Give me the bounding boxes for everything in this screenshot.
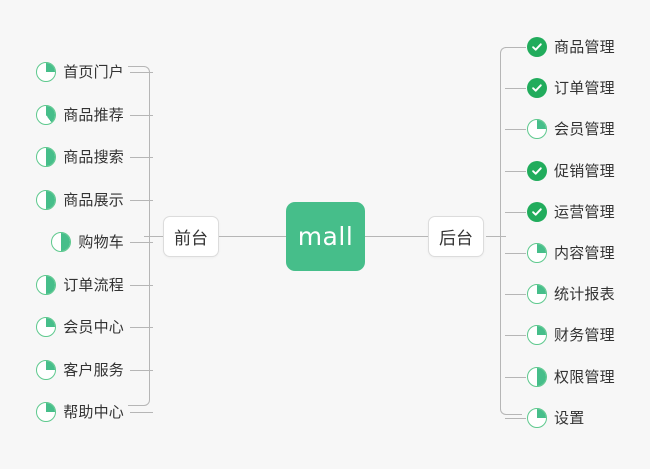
pie-icon xyxy=(51,232,72,252)
pie-icon xyxy=(527,284,547,305)
leaf-node-frontend-0[interactable]: 首页门户 xyxy=(0,60,124,84)
check-circle-icon xyxy=(527,37,547,57)
backend-bracket xyxy=(500,47,522,415)
leaf-node-label: 商品管理 xyxy=(554,38,615,56)
branch-node-frontend[interactable]: 前台 xyxy=(163,216,219,257)
leaf-node-label: 促销管理 xyxy=(554,161,615,180)
leaf-node-frontend-8[interactable]: 帮助中心 xyxy=(0,400,124,424)
leaf-node-backend-5[interactable]: 内容管理 xyxy=(527,241,615,265)
branch-node-frontend-label: 前台 xyxy=(174,229,208,249)
leaf-node-label: 内容管理 xyxy=(554,244,615,262)
leaf-node-frontend-6[interactable]: 会员中心 xyxy=(0,315,124,339)
leaf-node-backend-2[interactable]: 会员管理 xyxy=(527,117,615,141)
root-node-mall[interactable]: mall xyxy=(286,202,365,271)
edge-frontend-bracket-to-box xyxy=(144,236,164,237)
pie-icon xyxy=(36,147,57,167)
pie-icon xyxy=(36,62,57,82)
leaf-node-label: 帮助中心 xyxy=(63,403,124,421)
leaf-connector-backend-8 xyxy=(505,376,526,378)
edge-root-to-frontend xyxy=(218,236,286,237)
check-circle-icon xyxy=(527,201,547,222)
leaf-node-label: 统计报表 xyxy=(554,285,615,304)
root-node-label: mall xyxy=(297,222,354,251)
leaf-connector-backend-5 xyxy=(505,253,526,254)
leaf-connector-frontend-5 xyxy=(130,284,153,286)
leaf-node-frontend-3[interactable]: 商品展示 xyxy=(0,188,124,212)
leaf-connector-backend-6 xyxy=(505,294,526,296)
leaf-node-label: 客户服务 xyxy=(63,360,124,379)
leaf-node-label: 运营管理 xyxy=(554,202,615,221)
leaf-node-label: 权限管理 xyxy=(554,367,615,386)
leaf-connector-backend-3 xyxy=(505,170,526,172)
leaf-node-frontend-1[interactable]: 商品推荐 xyxy=(0,103,124,127)
pie-icon xyxy=(36,189,57,210)
pie-icon xyxy=(527,243,547,263)
pie-icon xyxy=(527,119,547,140)
leaf-node-backend-4[interactable]: 运营管理 xyxy=(527,200,615,224)
leaf-node-label: 财务管理 xyxy=(554,326,615,345)
leaf-connector-frontend-7 xyxy=(130,369,153,371)
leaf-node-label: 会员中心 xyxy=(63,318,124,336)
leaf-node-backend-1[interactable]: 订单管理 xyxy=(527,76,615,100)
branch-node-backend[interactable]: 后台 xyxy=(428,216,484,257)
leaf-node-frontend-2[interactable]: 商品搜索 xyxy=(0,145,124,169)
branch-node-backend-label: 后台 xyxy=(439,229,473,249)
leaf-node-label: 商品展示 xyxy=(63,190,124,209)
leaf-node-label: 会员管理 xyxy=(554,120,615,139)
leaf-node-frontend-7[interactable]: 客户服务 xyxy=(0,358,124,382)
leaf-connector-backend-2 xyxy=(505,129,526,131)
pie-icon xyxy=(36,104,57,125)
check-circle-icon xyxy=(527,78,547,99)
leaf-node-backend-9[interactable]: 设置 xyxy=(527,406,584,430)
pie-icon xyxy=(36,274,57,295)
leaf-connector-backend-1 xyxy=(505,88,526,90)
leaf-node-frontend-5[interactable]: 订单流程 xyxy=(0,273,124,297)
leaf-node-label: 订单管理 xyxy=(554,79,615,98)
pie-icon xyxy=(36,402,57,422)
leaf-connector-backend-9 xyxy=(505,417,526,419)
pie-icon xyxy=(36,359,57,380)
leaf-node-label: 商品推荐 xyxy=(63,105,124,124)
pie-icon xyxy=(527,325,547,346)
edge-root-to-backend xyxy=(364,236,428,237)
leaf-node-backend-8[interactable]: 权限管理 xyxy=(527,365,615,389)
leaf-node-label: 订单流程 xyxy=(63,275,124,294)
leaf-node-backend-7[interactable]: 财务管理 xyxy=(527,323,615,347)
leaf-node-backend-0[interactable]: 商品管理 xyxy=(527,35,615,59)
leaf-connector-frontend-1 xyxy=(130,114,153,116)
leaf-node-label: 购物车 xyxy=(78,233,124,251)
check-circle-icon xyxy=(527,160,547,181)
edge-backend-bracket-to-box xyxy=(486,236,506,237)
leaf-connector-frontend-8 xyxy=(130,412,153,413)
leaf-node-label: 商品搜索 xyxy=(63,148,124,166)
leaf-node-label: 设置 xyxy=(554,408,585,427)
pie-icon xyxy=(527,407,547,428)
leaf-node-backend-6[interactable]: 统计报表 xyxy=(527,282,615,306)
leaf-connector-backend-7 xyxy=(505,335,526,337)
leaf-node-frontend-4[interactable]: 购物车 xyxy=(0,230,124,254)
leaf-node-label: 首页门户 xyxy=(63,63,124,81)
leaf-connector-frontend-6 xyxy=(130,327,153,328)
leaf-connector-frontend-3 xyxy=(130,199,153,201)
leaf-node-backend-3[interactable]: 促销管理 xyxy=(527,159,615,183)
leaf-connector-backend-4 xyxy=(505,211,526,213)
leaf-connector-frontend-2 xyxy=(130,157,153,158)
leaf-connector-frontend-4 xyxy=(130,242,153,243)
leaf-connector-frontend-0 xyxy=(130,72,153,73)
leaf-connector-backend-0 xyxy=(505,47,526,48)
pie-icon xyxy=(36,317,57,337)
pie-icon xyxy=(527,366,547,387)
